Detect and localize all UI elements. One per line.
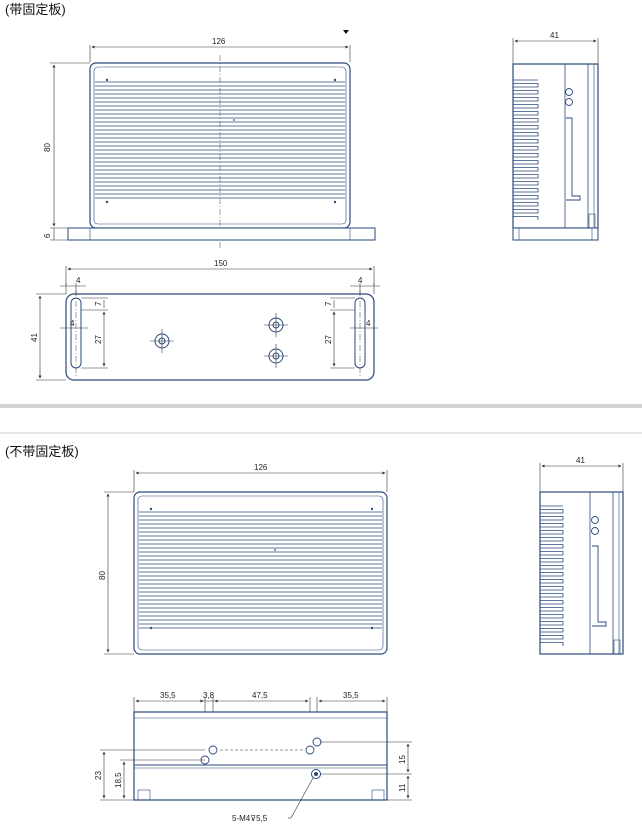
dim-slot-len-left: 27 — [94, 335, 103, 344]
dim-top-plate: 6 — [43, 233, 52, 238]
dim-btm-h15: 15 — [398, 755, 407, 764]
dim-btm-h11: 11 — [398, 783, 407, 792]
dim-top-width: 126 — [212, 37, 226, 46]
hole-right-bottom — [264, 344, 288, 368]
dim-bottom-side-width: 41 — [576, 456, 585, 465]
bottom-hole-view: 35,5 3,8 47,5 35,5 23 18,5 — [94, 691, 412, 823]
dim-btm-h185: 18,5 — [114, 772, 123, 788]
dim-top-height: 80 — [43, 143, 52, 152]
plate-plan-view: 150 41 4 4 7 27 4 4 — [30, 259, 380, 381]
side-fin-comb — [512, 79, 539, 220]
dim-plate-width: 150 — [214, 259, 228, 268]
side-view-with-plate: 41 — [512, 31, 599, 241]
dim-slot-len-right: 27 — [324, 335, 333, 344]
dim-plate-height: 41 — [30, 333, 39, 342]
hole-left — [150, 329, 174, 353]
side-view-without-plate: 41 — [539, 456, 624, 655]
dim-top-side-width: 41 — [550, 31, 559, 40]
section-title-with-plate: (带固定板) — [5, 2, 66, 17]
dim-btm-c: 47,5 — [252, 691, 268, 700]
dim-btm-h23: 23 — [94, 771, 103, 780]
dim-btm-d: 35,5 — [343, 691, 359, 700]
dim-bottom-width: 126 — [254, 463, 268, 472]
dim-slot-top-right: 7 — [324, 301, 333, 306]
dim-btm-a: 35,5 — [160, 691, 176, 700]
side-fin-comb — [539, 505, 564, 646]
dim-slot-right-w: 4 — [366, 319, 371, 328]
dim-slot-left-x: 4 — [76, 276, 81, 285]
section-title-without-plate: (不带固定板) — [5, 444, 79, 459]
hole-right-top — [264, 313, 288, 337]
dim-slot-right-x: 4 — [358, 276, 363, 285]
dim-slot-left-w: 4 — [70, 319, 75, 328]
dim-slot-top-left: 7 — [94, 301, 103, 306]
front-view-with-plate: 126 80 6 — [43, 37, 376, 248]
dim-bottom-height: 80 — [98, 571, 107, 580]
front-view-without-plate: 126 80 — [98, 463, 388, 655]
hole-callout: 5-M4⊽5,5 — [232, 814, 268, 823]
dim-btm-b: 3,8 — [203, 691, 215, 700]
section-divider — [0, 404, 642, 408]
